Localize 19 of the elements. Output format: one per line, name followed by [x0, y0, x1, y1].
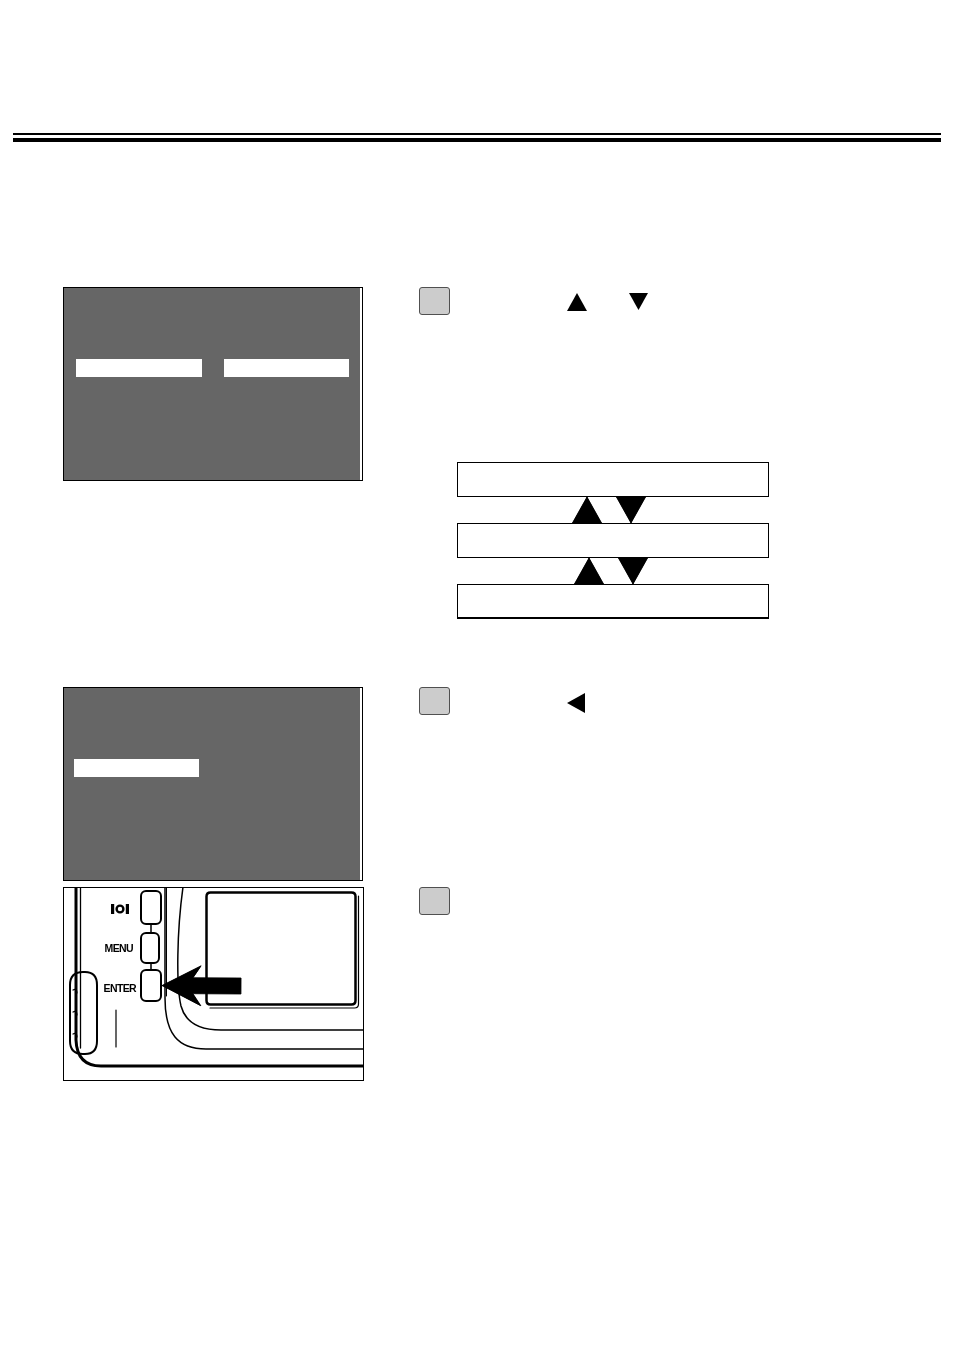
lcd-screen	[63, 287, 363, 481]
button-label: ENTER	[103, 981, 137, 994]
arrow	[616, 496, 646, 524]
camera-button	[139, 968, 162, 1002]
step-badge	[419, 687, 450, 715]
menu-option-box	[457, 523, 769, 558]
button-label: MENU	[104, 941, 133, 954]
lcd-screen	[63, 687, 363, 881]
camera-back-drawing	[63, 887, 364, 1081]
arrow	[572, 496, 602, 524]
arrow	[161, 965, 242, 1007]
arrow	[574, 557, 604, 585]
arrow	[618, 557, 648, 585]
menu-option-box	[457, 462, 769, 497]
menu-option-box	[457, 584, 769, 619]
step-badge	[419, 887, 450, 915]
camera-button	[139, 889, 162, 925]
camera-button	[139, 931, 160, 964]
step-badge	[419, 287, 450, 315]
